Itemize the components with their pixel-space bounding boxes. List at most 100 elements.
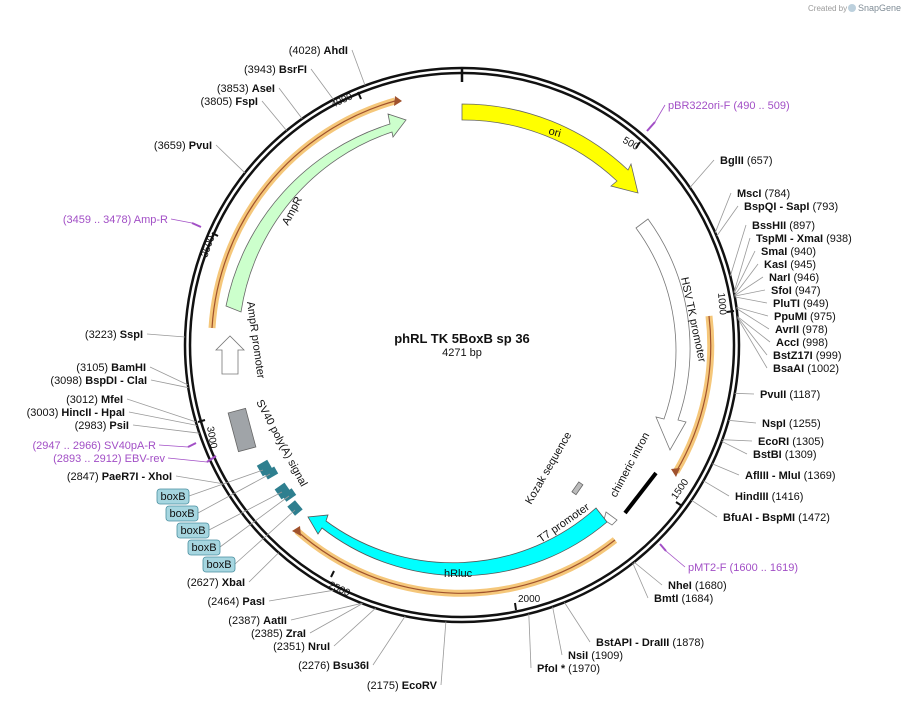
site-leader	[552, 606, 563, 656]
leader-lines	[126, 49, 771, 686]
ampr-promoter-feature[interactable]	[215, 335, 245, 375]
tick-1000: 1000	[715, 292, 728, 316]
site-leader	[691, 499, 718, 518]
primer-label[interactable]: (2947 .. 2966) SV40pA-R	[32, 440, 156, 452]
restriction-site-label[interactable]: PluTI (949)	[773, 298, 829, 310]
restriction-site-label[interactable]: BmtI (1684)	[654, 593, 713, 605]
site-leader	[126, 398, 197, 423]
restriction-site-label[interactable]: (3098) BspDI - ClaI	[50, 375, 147, 387]
restriction-site-label[interactable]: (2175) EcoRV	[367, 680, 438, 692]
tick-4000: 4000	[330, 91, 355, 111]
restriction-site-label[interactable]: KasI (945)	[764, 259, 816, 271]
restriction-site-label[interactable]: NarI (946)	[769, 272, 819, 284]
restriction-site-label[interactable]: HindIII (1416)	[735, 491, 803, 503]
site-leader	[372, 615, 406, 666]
hrluc-feature[interactable]	[307, 507, 608, 577]
boxb-label: boxB	[160, 491, 185, 503]
restriction-site-label[interactable]: NspI (1255)	[762, 418, 821, 430]
restriction-site-label[interactable]: SfoI (947)	[771, 285, 821, 297]
restriction-site-label[interactable]: (2627) XbaI	[187, 577, 245, 589]
restriction-site-label[interactable]: EcoRI (1305)	[758, 436, 824, 448]
boxb-marker[interactable]	[263, 466, 279, 480]
site-leader	[146, 333, 186, 338]
restriction-site-label[interactable]: (4028) AhdI	[289, 45, 348, 57]
kozak-feature[interactable]	[571, 481, 584, 496]
restriction-site-label[interactable]: (3223) SspI	[85, 329, 143, 341]
restriction-site-label[interactable]: (2387) AatII	[228, 615, 287, 627]
restriction-site-label[interactable]: TspMI - XmaI (938)	[756, 233, 852, 245]
restriction-site-label[interactable]: BstBI (1309)	[753, 449, 817, 461]
restriction-site-label[interactable]: AvrII (978)	[775, 324, 828, 336]
restriction-site-label[interactable]: (2276) Bsu36I	[298, 660, 369, 672]
restriction-site-label[interactable]: (3805) FspI	[201, 96, 258, 108]
site-leader	[714, 192, 732, 233]
ampr-feature[interactable]	[225, 113, 407, 313]
boxb-tag	[165, 505, 199, 522]
hrluc-highlight-arrow	[292, 526, 301, 536]
site-leader	[175, 475, 223, 484]
tick-3000: 3000	[204, 426, 219, 450]
restriction-site-label[interactable]: BstZ17I (999)	[773, 350, 842, 362]
restriction-site-label[interactable]: BstAPI - DraIII (1878)	[596, 637, 704, 649]
credit-text: Created by	[808, 4, 847, 13]
restriction-site-label[interactable]: (2847) PaeR7I - XhoI	[67, 471, 172, 483]
intron-highlight-arrow	[671, 468, 680, 477]
primer-label[interactable]: (2893 .. 2912) EBV-rev	[53, 453, 165, 465]
boxb-marker[interactable]	[287, 500, 303, 516]
ori-label: ori	[547, 125, 562, 140]
site-leader	[734, 263, 759, 296]
restriction-site-label[interactable]: PpuMI (975)	[774, 311, 836, 323]
site-leader	[261, 100, 287, 131]
amp-highlight-line	[211, 100, 396, 329]
site-leader	[333, 607, 376, 647]
restriction-site-label[interactable]: NheI (1680)	[668, 580, 727, 592]
kozak-label: Kozak sequence	[523, 430, 574, 506]
restriction-site-label[interactable]: (2385) ZraI	[251, 628, 306, 640]
restriction-site-label[interactable]: (3003) HincII - HpaI	[27, 407, 125, 419]
restriction-site-label[interactable]: AflIII - MluI (1369)	[745, 470, 835, 482]
primer-label[interactable]: pMT2-F (1600 .. 1619)	[688, 562, 798, 574]
restriction-site-label[interactable]: SmaI (940)	[761, 246, 816, 258]
restriction-site-label[interactable]: (3943) BsrFI	[244, 64, 307, 76]
restriction-site-label[interactable]: PfoI * (1970)	[537, 663, 600, 675]
site-leader	[734, 289, 766, 297]
hsv-tk-promoter-feature[interactable]	[635, 218, 691, 451]
site-leader	[215, 144, 246, 174]
boxb-leader	[188, 469, 264, 497]
primer-label[interactable]: (3459 .. 3478) Amp-R	[63, 214, 168, 226]
restriction-site-label[interactable]: (2464) PasI	[208, 596, 266, 608]
restriction-site-label[interactable]: (2351) NruI	[273, 641, 330, 653]
restriction-site-label[interactable]: (3853) AseI	[217, 83, 275, 95]
tick-2000: 2000	[518, 594, 541, 605]
restriction-site-label[interactable]: BsaAI (1002)	[773, 363, 839, 375]
primer-marks	[187, 121, 667, 552]
sv40-polya-feature[interactable]	[227, 407, 257, 453]
restriction-site-label[interactable]: (2983) PsiI	[75, 420, 129, 432]
restriction-site-label[interactable]: MscI (784)	[737, 188, 790, 200]
restriction-site-label[interactable]: BfuAI - BspMI (1472)	[723, 512, 830, 524]
boxb-label: boxB	[180, 525, 205, 537]
site-leader	[734, 276, 764, 297]
restriction-site-label[interactable]: (3659) PvuI	[154, 140, 212, 152]
restriction-site-label[interactable]: (3012) MfeI	[66, 394, 123, 406]
site-leader	[729, 224, 747, 277]
restriction-site-labels: BglII (657) MscI (784)BspQI - SapI (793) B…	[27, 45, 852, 692]
ampr-promoter-label: AmpR promoter	[244, 301, 267, 380]
restriction-site-label[interactable]: BglII (657)	[720, 155, 773, 167]
restriction-site-label[interactable]: BspQI - SapI (793)	[744, 201, 838, 213]
tick-marks	[197, 91, 735, 611]
site-leader	[728, 419, 757, 424]
primer-leader	[654, 104, 666, 123]
restriction-site-label[interactable]: BssHII (897)	[752, 220, 815, 232]
ori-feature[interactable]	[461, 103, 639, 194]
site-leader	[351, 49, 366, 86]
restriction-site-label[interactable]: (3105) BamHI	[76, 362, 146, 374]
restriction-site-label[interactable]: NsiI (1909)	[568, 650, 623, 662]
plasmid-size: 4271 bp	[442, 347, 482, 359]
site-leader	[733, 237, 751, 293]
primer-label[interactable]: pBR322ori-F (490 .. 509)	[668, 100, 790, 112]
restriction-site-label[interactable]: PvuII (1187)	[760, 389, 820, 401]
restriction-site-label[interactable]: AccI (998)	[776, 337, 828, 349]
chimeric-intron-feature[interactable]	[623, 471, 658, 515]
